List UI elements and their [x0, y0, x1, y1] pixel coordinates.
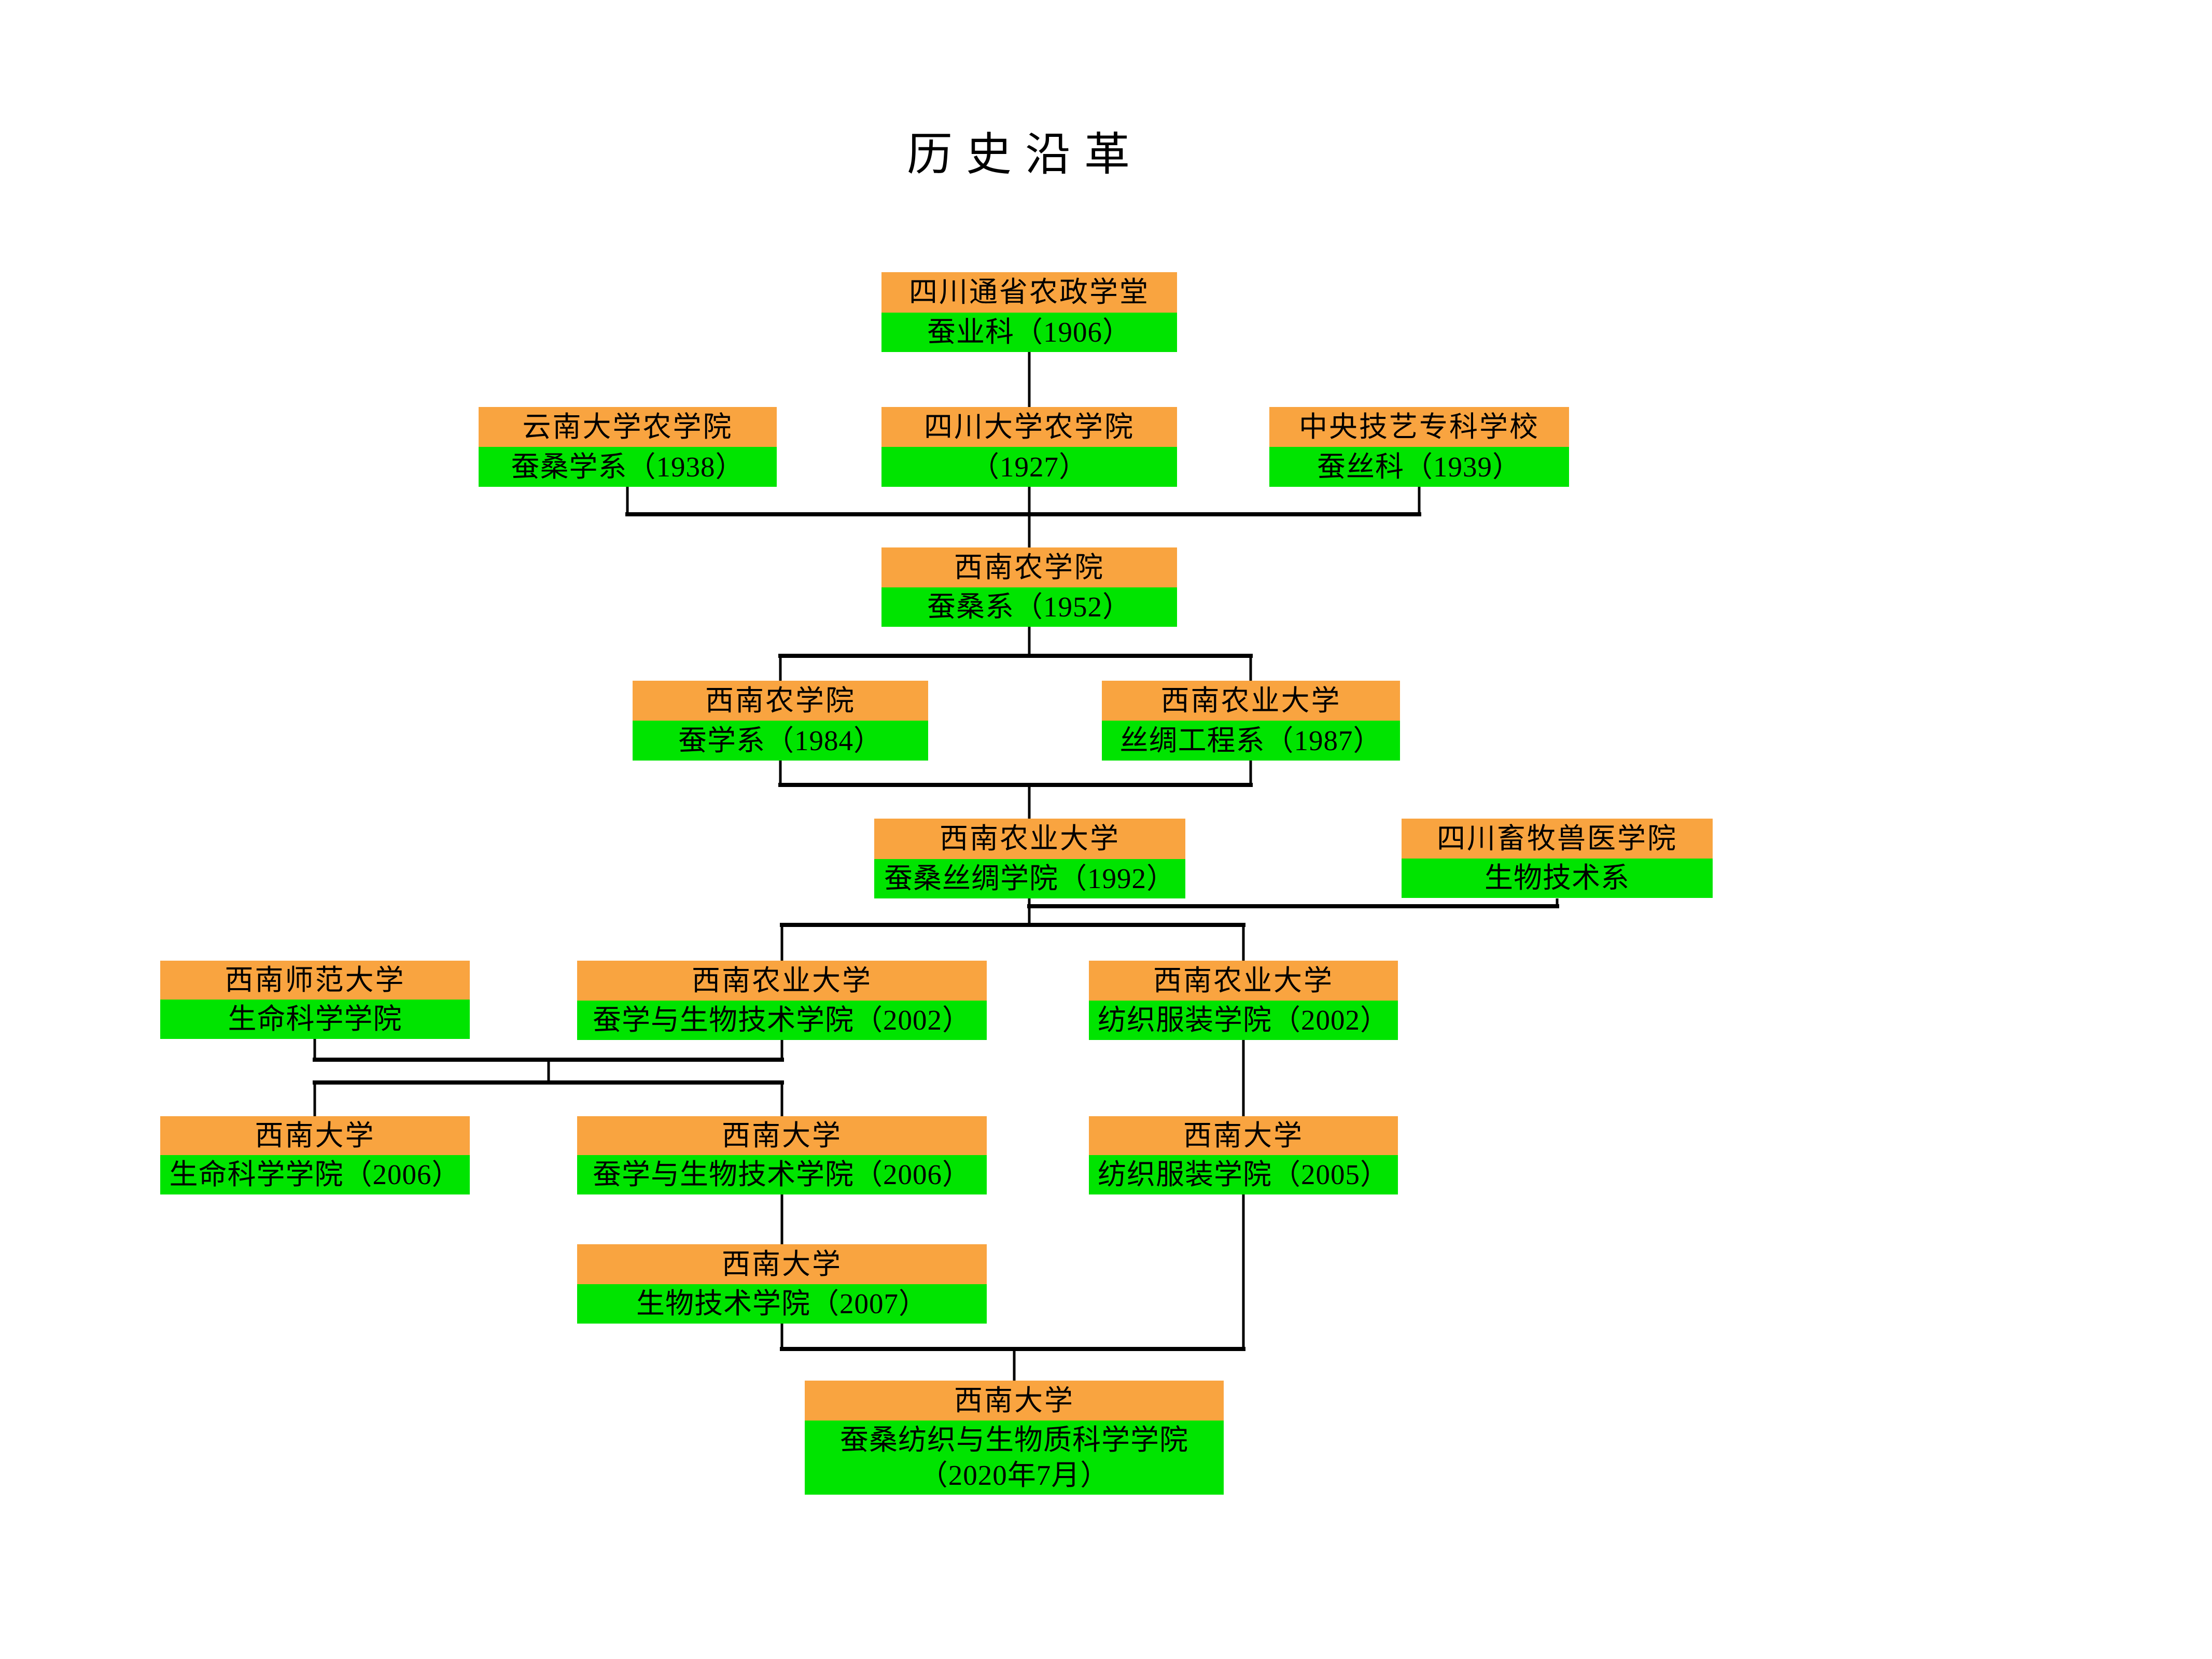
node-org-label: 西南大学 — [160, 1116, 470, 1155]
node-unit-label: 蚕业科（1906） — [881, 313, 1177, 352]
node-org-label: 西南大学 — [577, 1116, 987, 1155]
node-org-label: 西南农业大学 — [874, 819, 1185, 859]
node-unit-label: 蚕学与生物技术学院（2006） — [577, 1155, 987, 1194]
node-org-label: 四川通省农政学堂 — [881, 272, 1177, 313]
node-yunnan-1938: 云南大学农学院蚕桑学系（1938） — [479, 407, 777, 487]
node-xinongda-1987: 西南农业大学丝绸工程系（1987） — [1102, 681, 1400, 761]
node-xinong-1952: 西南农学院蚕桑系（1952） — [881, 547, 1177, 627]
node-zhongyang-1939: 中央技艺专科学校蚕丝科（1939） — [1269, 407, 1569, 487]
node-unit-label: 蚕桑丝绸学院（1992） — [874, 859, 1185, 898]
node-xinongda-canxue-2002: 西南农业大学蚕学与生物技术学院（2002） — [577, 961, 987, 1040]
node-org-label: 西南大学 — [805, 1381, 1224, 1421]
node-xida-cansang-2020: 西南大学蚕桑纺织与生物质科学学院 （2020年7月） — [805, 1381, 1224, 1495]
node-unit-label: 蚕桑系（1952） — [881, 587, 1177, 627]
node-unit-label: 生命科学学院（2006） — [160, 1155, 470, 1194]
node-xida-canxue-2006: 西南大学蚕学与生物技术学院（2006） — [577, 1116, 987, 1194]
node-unit-label: 蚕丝科（1939） — [1269, 447, 1569, 487]
node-unit-label: 蚕学系（1984） — [633, 721, 928, 761]
node-xida-fangzhi-2005: 西南大学纺织服装学院（2005） — [1089, 1116, 1398, 1194]
node-unit-label: 纺织服装学院（2005） — [1089, 1155, 1398, 1194]
node-unit-label: 生物技术学院（2007） — [577, 1284, 987, 1324]
node-shifan-shengming: 西南师范大学生命科学学院 — [160, 961, 470, 1039]
node-org-label: 西南大学 — [577, 1244, 987, 1284]
node-xida-shengming-2006: 西南大学生命科学学院（2006） — [160, 1116, 470, 1194]
node-sichuan-daxue-1927: 四川大学农学院（1927） — [881, 407, 1177, 487]
node-unit-label: 蚕桑纺织与生物质科学学院 （2020年7月） — [805, 1421, 1224, 1495]
node-unit-label: （1927） — [881, 447, 1177, 487]
node-org-label: 西南师范大学 — [160, 961, 470, 1000]
node-org-label: 中央技艺专科学校 — [1269, 407, 1569, 447]
node-xinong-1984: 西南农学院蚕学系（1984） — [633, 681, 928, 761]
node-org-label: 四川畜牧兽医学院 — [1402, 819, 1713, 859]
node-xida-shengwu-2007: 西南大学生物技术学院（2007） — [577, 1244, 987, 1324]
node-org-label: 西南农业大学 — [577, 961, 987, 1001]
node-xinongda-fangzhi-2002: 西南农业大学纺织服装学院（2002） — [1089, 961, 1398, 1040]
node-unit-label: 纺织服装学院（2002） — [1089, 1001, 1398, 1040]
node-unit-label: 丝绸工程系（1987） — [1102, 721, 1400, 761]
node-org-label: 西南农业大学 — [1089, 961, 1398, 1001]
node-org-label: 四川大学农学院 — [881, 407, 1177, 447]
node-unit-label: 蚕学与生物技术学院（2002） — [577, 1001, 987, 1040]
diagram-title: 历史沿革 — [906, 130, 1144, 180]
node-unit-label: 生物技术系 — [1402, 859, 1713, 898]
node-org-label: 云南大学农学院 — [479, 407, 777, 447]
node-unit-label: 蚕桑学系（1938） — [479, 447, 777, 487]
node-xumu-shengwu: 四川畜牧兽医学院生物技术系 — [1402, 819, 1713, 898]
node-org-label: 西南农学院 — [881, 547, 1177, 587]
node-org-label: 西南农业大学 — [1102, 681, 1400, 721]
node-unit-label: 生命科学学院 — [160, 1000, 470, 1039]
node-org-label: 西南农学院 — [633, 681, 928, 721]
node-nongzheng-1906: 四川通省农政学堂蚕业科（1906） — [881, 272, 1177, 352]
node-org-label: 西南大学 — [1089, 1116, 1398, 1155]
node-xinongda-1992: 西南农业大学蚕桑丝绸学院（1992） — [874, 819, 1185, 898]
